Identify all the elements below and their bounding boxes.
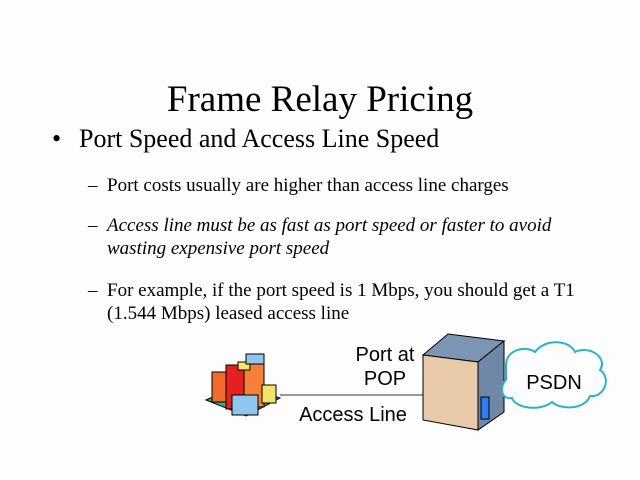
port-label-line1: Port at xyxy=(355,344,415,366)
access-line-label: Access Line xyxy=(299,404,407,426)
dash-marker: – xyxy=(88,175,98,196)
city-buildings-icon xyxy=(204,353,282,417)
pop-building-icon xyxy=(421,333,506,431)
sub-text: For example, if the port speed is 1 Mbps… xyxy=(107,280,575,324)
port-label: Port at POP xyxy=(340,343,430,391)
sub-text: Port costs usually are higher than acces… xyxy=(107,175,509,196)
cloud-label: PSDN xyxy=(526,372,582,394)
slide-title: Frame Relay Pricing xyxy=(166,79,474,120)
port-label-line2: POP xyxy=(363,368,407,390)
bullet-text: Port Speed and Access Line Speed xyxy=(79,124,440,153)
sub-text: Access line must be as fast as port spee… xyxy=(107,215,552,259)
dash-marker: – xyxy=(88,215,98,236)
bullet-marker: • xyxy=(52,124,62,153)
dash-marker: – xyxy=(88,280,98,301)
cloud-icon xyxy=(501,341,607,409)
